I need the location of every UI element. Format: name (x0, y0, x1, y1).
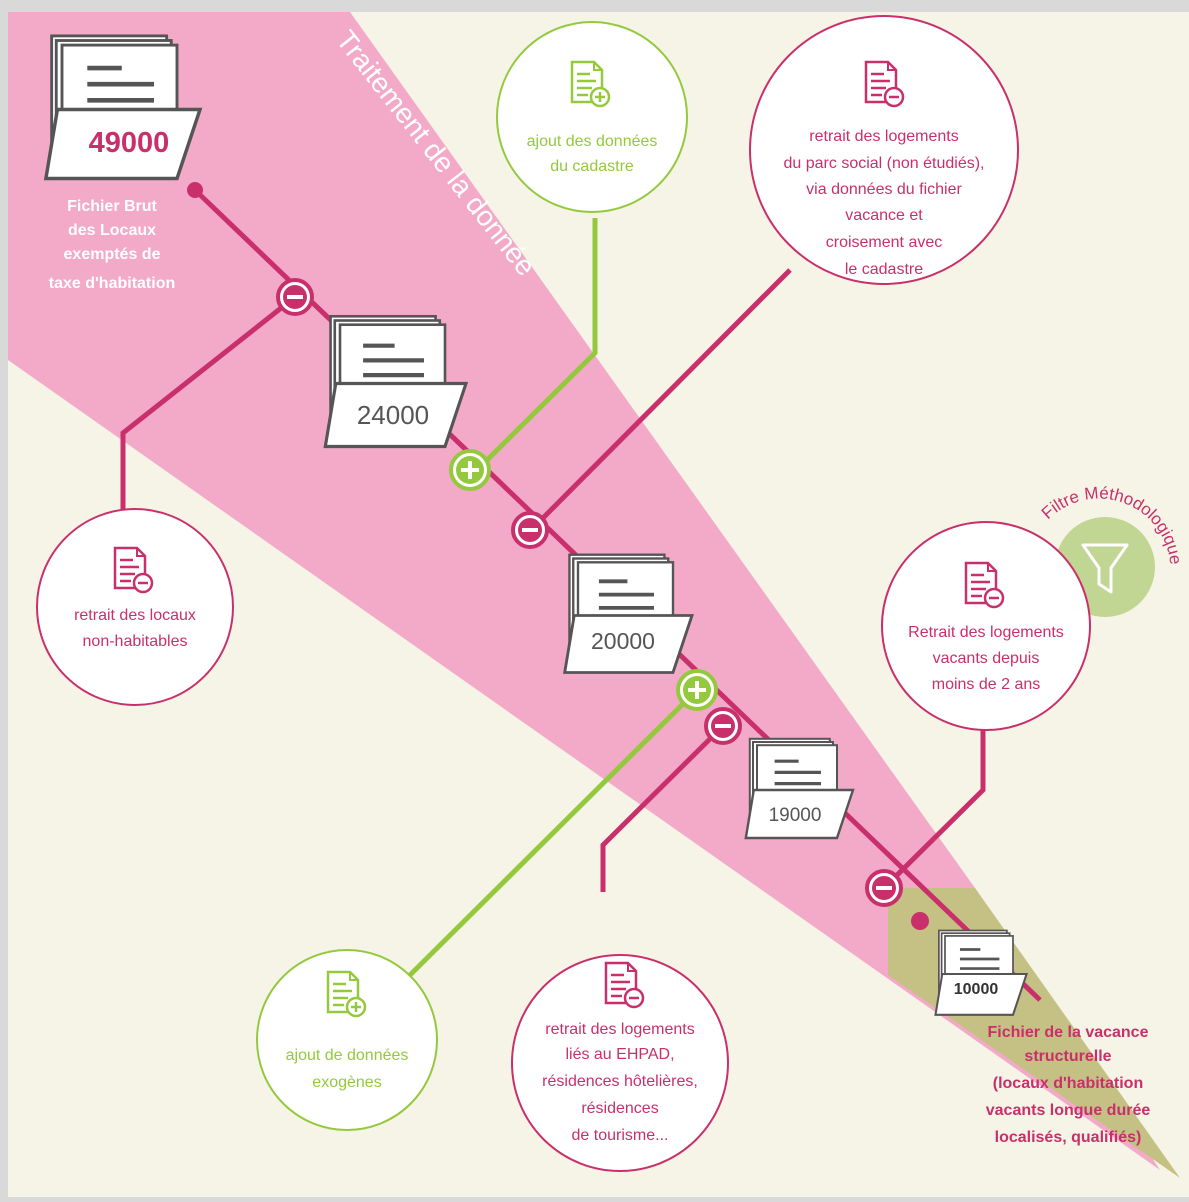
connector-lines (120, 218, 986, 977)
plus-badge (676, 669, 718, 711)
svg-text:structurelle: structurelle (1024, 1048, 1111, 1065)
svg-text:de tourisme...: de tourisme... (572, 1127, 669, 1144)
funnel-icon (1081, 543, 1129, 594)
svg-text:le cadastre: le cadastre (845, 261, 923, 278)
minus-badge (276, 278, 314, 316)
svg-text:exemptés de: exemptés de (64, 246, 161, 263)
step-circle-moins-2-ans: Retrait des logements vacants depuis moi… (881, 521, 1091, 731)
svg-text:résidences: résidences (581, 1100, 658, 1117)
end-dot (911, 912, 929, 930)
file-20000 (562, 552, 694, 675)
file-count-10000: 10000 (954, 981, 999, 998)
start-label: Fichier Brut des Locaux exemptés de taxe… (49, 198, 175, 292)
svg-text:Fichier de la vacance: Fichier de la vacance (988, 1024, 1149, 1041)
svg-text:vacance et: vacance et (845, 207, 923, 224)
svg-text:retrait des logements: retrait des logements (809, 128, 958, 145)
file-count-20000: 20000 (591, 628, 655, 654)
svg-text:vacants longue durée: vacants longue durée (986, 1102, 1151, 1119)
svg-text:du parc social (non étudiés),: du parc social (non étudiés), (784, 155, 985, 172)
svg-text:Fichier Brut: Fichier Brut (67, 198, 157, 215)
minus-badge (511, 511, 549, 549)
file-count-19000: 19000 (769, 805, 822, 826)
svg-text:résidences hôtelières,: résidences hôtelières, (542, 1073, 698, 1090)
svg-text:localisés, qualifiés): localisés, qualifiés) (995, 1129, 1142, 1146)
start-dot (187, 182, 203, 198)
svg-text:liés au EHPAD,: liés au EHPAD, (565, 1046, 674, 1063)
step-circle-ehpad: retrait des logements liés au EHPAD, rés… (511, 954, 729, 1172)
svg-text:des Locaux: des Locaux (68, 222, 156, 239)
svg-text:ajout des données: ajout des données (527, 133, 658, 150)
file-count-24000: 24000 (357, 400, 429, 430)
svg-text:ajout de données: ajout de données (286, 1047, 409, 1064)
svg-text:retrait des logements: retrait des logements (545, 1021, 694, 1038)
svg-text:du cadastre: du cadastre (550, 158, 634, 175)
svg-text:(locaux d'habitation: (locaux d'habitation (993, 1075, 1143, 1092)
minus-badge (704, 707, 742, 745)
end-label: Fichier de la vacance structurelle (loca… (986, 1024, 1151, 1146)
svg-text:via données du fichier: via données du fichier (806, 181, 962, 198)
svg-text:Retrait des logements: Retrait des logements (908, 624, 1064, 641)
step-circle-exogenes: ajout de données exogènes (256, 949, 438, 1131)
svg-text:moins de 2 ans: moins de 2 ans (932, 676, 1041, 693)
file-10000 (934, 929, 1028, 1017)
svg-text:non-habitables: non-habitables (83, 633, 188, 650)
step-circle-cadastre: ajout des données du cadastre (496, 21, 688, 213)
svg-text:croisement avec: croisement avec (826, 234, 943, 251)
svg-text:retrait des locaux: retrait des locaux (74, 607, 196, 624)
svg-text:taxe d'habitation: taxe d'habitation (49, 275, 175, 292)
svg-text:vacants depuis: vacants depuis (933, 650, 1040, 667)
svg-text:exogènes: exogènes (312, 1074, 381, 1091)
file-count-49000: 49000 (89, 127, 170, 159)
plus-badge (449, 449, 491, 491)
minus-badge (865, 869, 903, 907)
step-circle-non-habitables: retrait des locaux non-habitables (36, 508, 234, 706)
step-circle-parc-social: retrait des logements du parc social (no… (749, 15, 1019, 285)
